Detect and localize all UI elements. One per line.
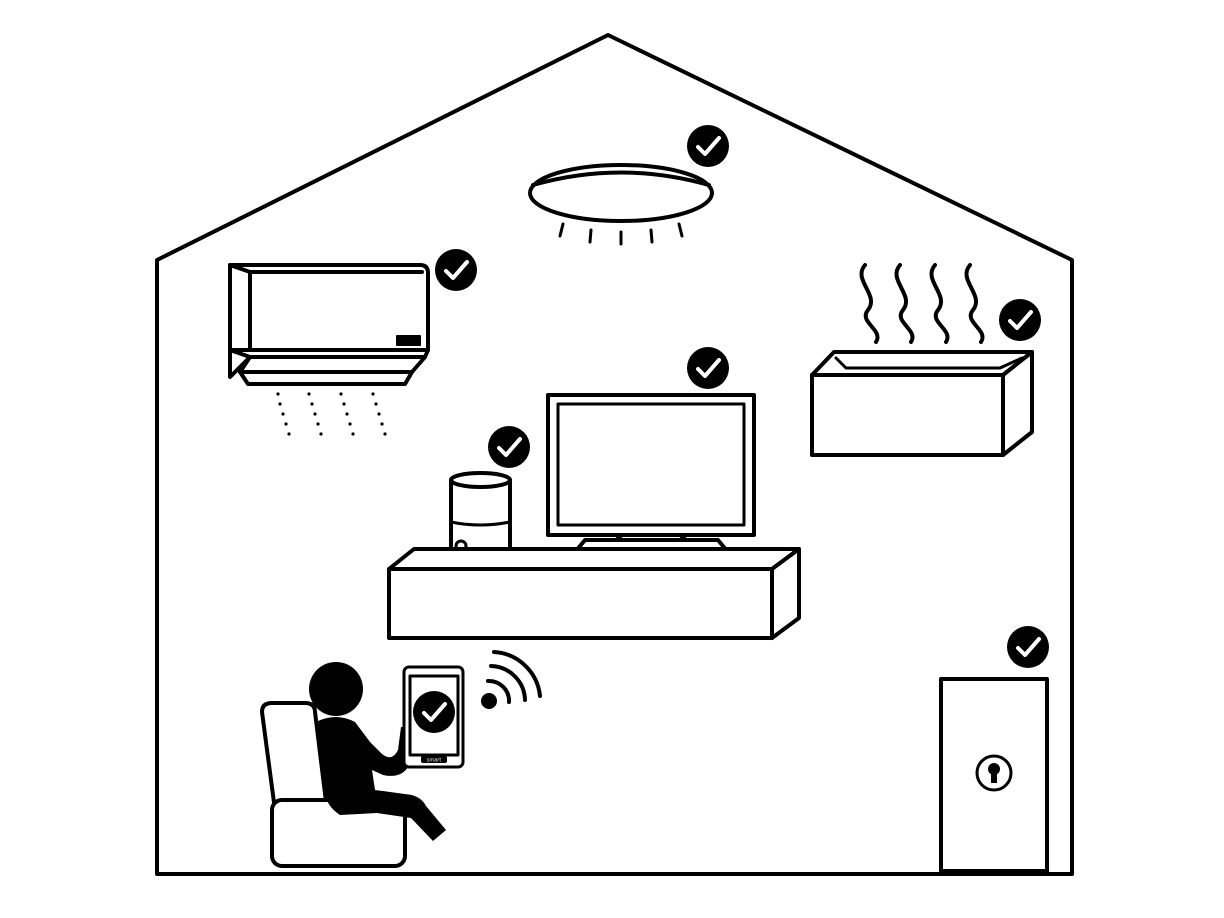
person xyxy=(309,662,446,841)
air-conditioner-check-icon xyxy=(433,247,479,293)
bathtub-check-icon xyxy=(997,297,1043,343)
television xyxy=(546,393,756,554)
tv-stand xyxy=(387,547,801,640)
person-head xyxy=(309,662,363,716)
armchair xyxy=(260,701,407,868)
ceiling-light xyxy=(528,163,714,246)
phone-label: smart xyxy=(427,758,442,764)
smart-speaker xyxy=(449,471,512,561)
ac-display xyxy=(396,335,421,346)
ceiling-light-check-icon xyxy=(685,123,731,169)
bathtub-steam xyxy=(859,263,985,344)
keyhole-icon xyxy=(988,763,1000,783)
door-check-icon xyxy=(1005,624,1051,670)
smart-speaker-check-icon xyxy=(486,424,532,470)
wifi-signal-icon xyxy=(481,650,542,709)
ac-airflow xyxy=(276,392,387,436)
smartphone-check-icon xyxy=(411,689,457,735)
house-outline xyxy=(155,33,1074,876)
television-check-icon xyxy=(685,345,731,391)
door xyxy=(939,677,1049,873)
person-body xyxy=(316,717,446,841)
light-rays xyxy=(558,222,684,246)
air-conditioner xyxy=(228,263,430,436)
bathtub xyxy=(810,350,1034,457)
